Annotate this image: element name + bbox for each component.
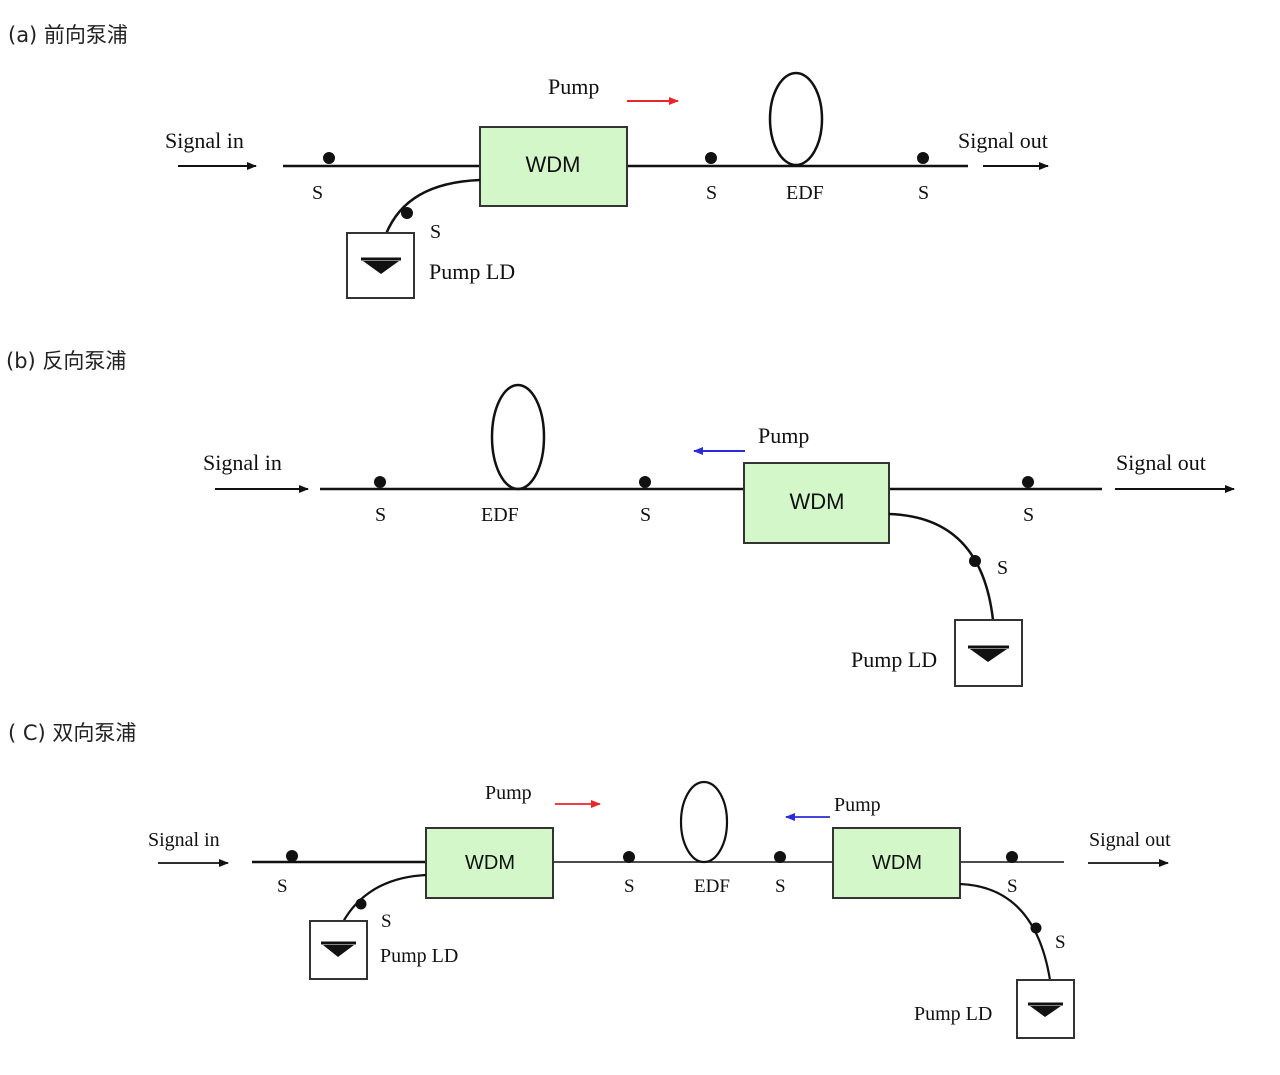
edf-label: EDF — [481, 504, 519, 526]
splice-label: S — [640, 504, 651, 526]
edf-coil — [679, 780, 729, 864]
pump-ld-label: Pump LD — [914, 1003, 992, 1025]
splice-point — [917, 152, 929, 164]
pump-label: Pump — [758, 423, 809, 448]
signal-in-label: Signal in — [165, 128, 244, 153]
wdm-label: WDM — [526, 152, 581, 177]
splice-label: S — [277, 876, 288, 897]
signal-out-label: Signal out — [1089, 829, 1171, 851]
splice-label: S — [1055, 932, 1066, 953]
splice-label: S — [624, 876, 635, 897]
splice-label: S — [706, 182, 717, 204]
wdm-coupler — [832, 827, 961, 899]
pump-fiber — [384, 178, 481, 235]
splice-point — [355, 898, 367, 910]
splice-point — [1022, 476, 1034, 488]
section-a-heading: (a) 前向泵浦 — [8, 23, 128, 47]
signal-out-label: Signal out — [958, 128, 1048, 153]
splice-point — [1030, 922, 1042, 934]
splice-point — [705, 152, 717, 164]
splice-label: S — [375, 504, 386, 526]
wdm-label: WDM — [790, 489, 845, 514]
splice-label: S — [775, 876, 786, 897]
splice-point — [639, 476, 651, 488]
splice-label: S — [381, 911, 392, 932]
signal-out-label: Signal out — [1116, 450, 1206, 475]
laser-diode-icon — [363, 261, 399, 274]
splice-label: S — [1007, 876, 1018, 897]
splice-point — [374, 476, 386, 488]
splice-label: S — [312, 182, 323, 204]
splice-point — [401, 207, 413, 219]
section-a-forward-pumping: (a) 前向泵浦 Signal in S WDM Pump S EDF S Si… — [8, 23, 1049, 299]
wdm-coupler — [743, 462, 890, 544]
section-b-backward-pumping: (b) 反向泵浦 Signal in S EDF S Pump WDM S Si… — [6, 349, 1235, 687]
wdm-label: WDM — [465, 852, 515, 874]
wdm-coupler — [425, 827, 554, 899]
pump-label: Pump — [834, 794, 881, 816]
edf-coil — [768, 71, 824, 167]
splice-point — [774, 851, 786, 863]
splice-point — [623, 851, 635, 863]
signal-in-label: Signal in — [148, 829, 220, 851]
laser-diode-icon — [1030, 1006, 1061, 1017]
pump-ld-label: Pump LD — [380, 945, 458, 967]
wdm-coupler — [479, 126, 628, 207]
splice-point — [286, 850, 298, 862]
pump-ld-box — [1016, 979, 1075, 1039]
edf-coil — [490, 383, 546, 491]
pump-fiber — [888, 512, 995, 621]
wdm-label: WDM — [872, 852, 922, 874]
pump-ld-label: Pump LD — [851, 647, 937, 672]
splice-point — [323, 152, 335, 164]
signal-in-label: Signal in — [203, 450, 282, 475]
pump-fiber — [959, 882, 1052, 981]
section-b-heading: (b) 反向泵浦 — [6, 349, 126, 373]
laser-diode-icon — [323, 945, 354, 957]
splice-label: S — [997, 557, 1008, 579]
edf-label: EDF — [786, 182, 824, 204]
splice-label: S — [430, 221, 441, 243]
section-c-heading: ( C) 双向泵浦 — [8, 721, 136, 745]
pump-fiber — [342, 873, 427, 923]
splice-label: S — [1023, 504, 1034, 526]
splice-point — [969, 555, 981, 567]
edf-label: EDF — [694, 876, 730, 897]
splice-label: S — [918, 182, 929, 204]
pump-label: Pump — [548, 74, 599, 99]
section-c-bidirectional-pumping: ( C) 双向泵浦 Signal in S Pump WDM S EDF S P… — [8, 721, 1171, 1039]
pump-label: Pump — [485, 782, 532, 804]
splice-point — [1006, 851, 1018, 863]
pump-ld-label: Pump LD — [429, 259, 515, 284]
laser-diode-icon — [970, 649, 1007, 662]
